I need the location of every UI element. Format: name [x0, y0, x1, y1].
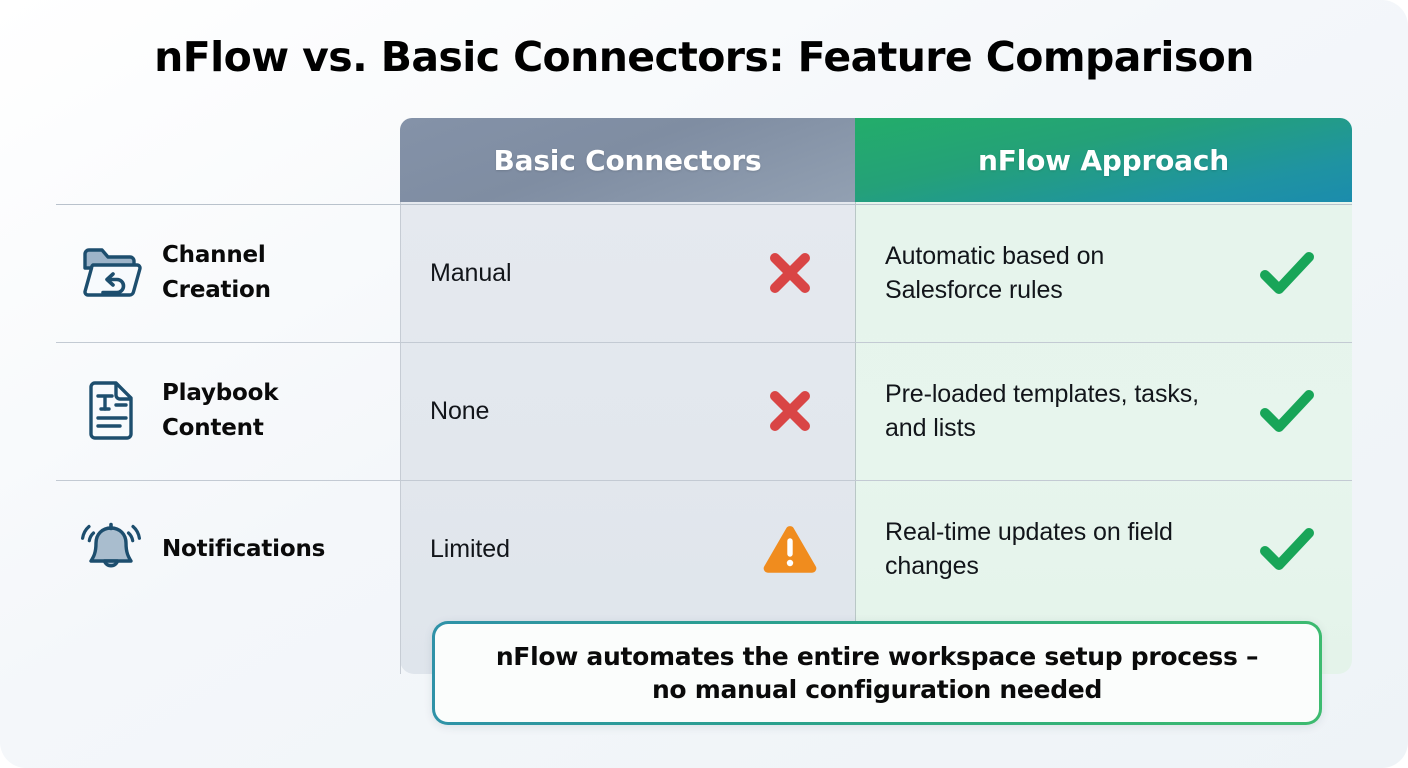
cross-icon	[759, 242, 821, 304]
nflow-value-cell: Real-time updates on field changes	[855, 480, 1352, 618]
basic-value-text: Limited	[430, 535, 510, 563]
nflow-value-cell: Pre-loaded templates, tasks, and lists	[855, 342, 1352, 480]
summary-line-2: no manual configuration needed	[651, 675, 1103, 704]
cross-icon	[759, 380, 821, 442]
check-icon	[1256, 380, 1318, 442]
row-divider-1	[56, 342, 1352, 343]
basic-value-text: Manual	[430, 259, 512, 287]
column-divider-left	[400, 202, 401, 674]
basic-value-cell: Limited	[400, 480, 855, 618]
summary-callout-text: nFlow automates the entire workspace set…	[474, 640, 1280, 706]
check-icon	[1256, 518, 1318, 580]
summary-callout: nFlow automates the entire workspace set…	[432, 621, 1322, 725]
page-title: nFlow vs. Basic Connectors: Feature Comp…	[154, 33, 1254, 81]
basic-value-text: None	[430, 397, 490, 425]
nflow-value-cell: Automatic based on Salesforce rules	[855, 204, 1352, 342]
basic-value-cell: Manual	[400, 204, 855, 342]
basic-value-cell: None	[400, 342, 855, 480]
nflow-approach-header-label: nFlow Approach	[978, 143, 1229, 177]
check-icon	[1256, 242, 1318, 304]
table-row: Notifications Limited Real-time updates …	[56, 480, 1352, 618]
basic-connectors-header: Basic Connectors	[400, 118, 855, 202]
row-divider-2	[56, 480, 1352, 481]
nflow-approach-header: nFlow Approach	[855, 118, 1352, 202]
bell-ringing-icon	[78, 518, 144, 580]
basic-connectors-header-label: Basic Connectors	[493, 143, 762, 177]
folder-refresh-icon	[78, 242, 144, 304]
warning-icon	[759, 518, 821, 580]
column-divider-right	[855, 202, 856, 674]
nflow-value-text: Pre-loaded templates, tasks, and lists	[885, 380, 1200, 442]
row-divider-top	[56, 204, 1352, 205]
nflow-value-text: Real-time updates on field changes	[885, 518, 1173, 580]
document-text-icon	[78, 380, 144, 442]
feature-label: Notifications	[162, 535, 326, 562]
summary-line-1: nFlow automates the entire workspace set…	[495, 642, 1259, 671]
nflow-value-text: Automatic based on Salesforce rules	[885, 242, 1105, 304]
comparison-table: Basic Connectors nFlow Approach	[56, 118, 1352, 674]
feature-label-cell: Notifications	[56, 480, 400, 618]
